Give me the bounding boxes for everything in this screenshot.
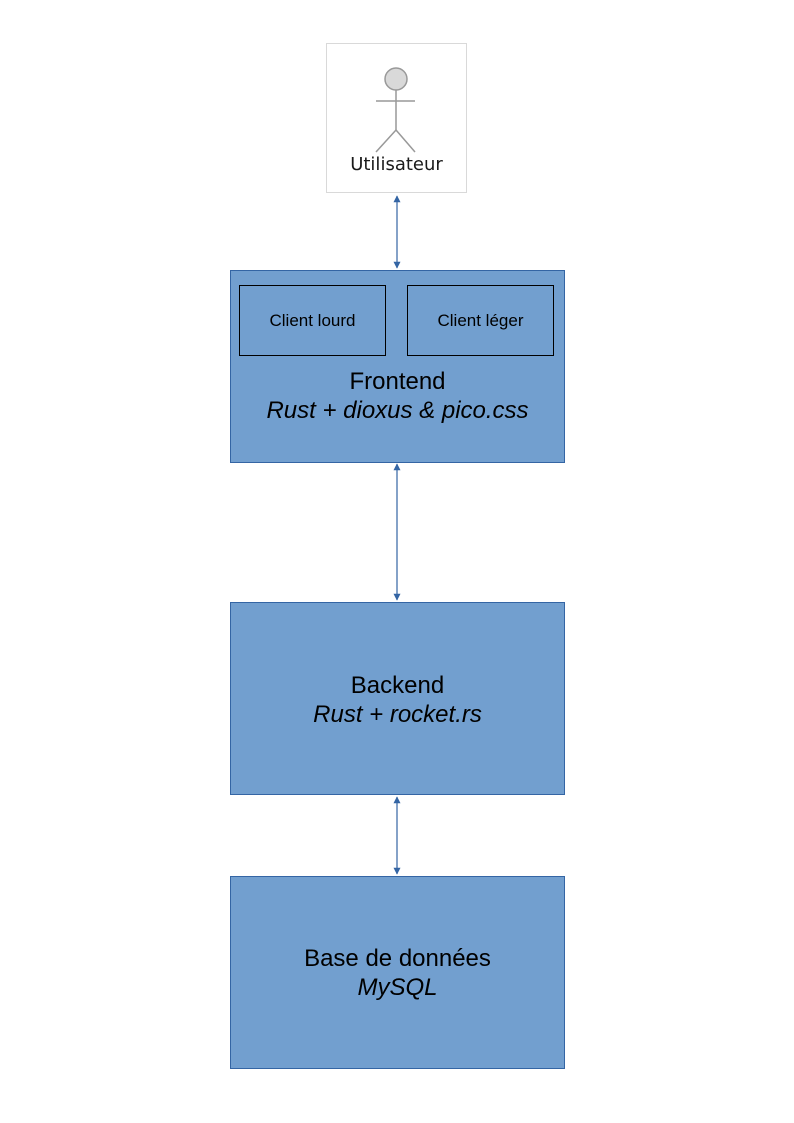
client-leger-box: Client léger: [407, 285, 554, 356]
stick-figure-icon: [375, 67, 416, 153]
actor-label: Utilisateur: [350, 154, 443, 175]
user-actor: Utilisateur: [326, 43, 467, 193]
database-block: Base de données MySQL: [230, 876, 565, 1069]
frontend-title: Frontend: [349, 368, 446, 395]
frontend-block: Client lourd Client léger Frontend Rust …: [230, 270, 565, 463]
frontend-tech: Rust + dioxus & pico.css: [266, 397, 529, 424]
backend-title: Backend: [350, 672, 445, 699]
client-leger-label: Client léger: [437, 310, 524, 330]
database-tech: MySQL: [357, 974, 438, 1001]
frontend-text: Frontend Rust + dioxus & pico.css: [231, 367, 564, 425]
backend-text: Backend Rust + rocket.rs: [231, 671, 564, 729]
client-lourd-label: Client lourd: [269, 310, 356, 330]
client-lourd-box: Client lourd: [239, 285, 386, 356]
database-title: Base de données: [304, 945, 491, 972]
database-text: Base de données MySQL: [231, 944, 564, 1002]
backend-tech: Rust + rocket.rs: [313, 701, 482, 728]
backend-block: Backend Rust + rocket.rs: [230, 602, 565, 795]
